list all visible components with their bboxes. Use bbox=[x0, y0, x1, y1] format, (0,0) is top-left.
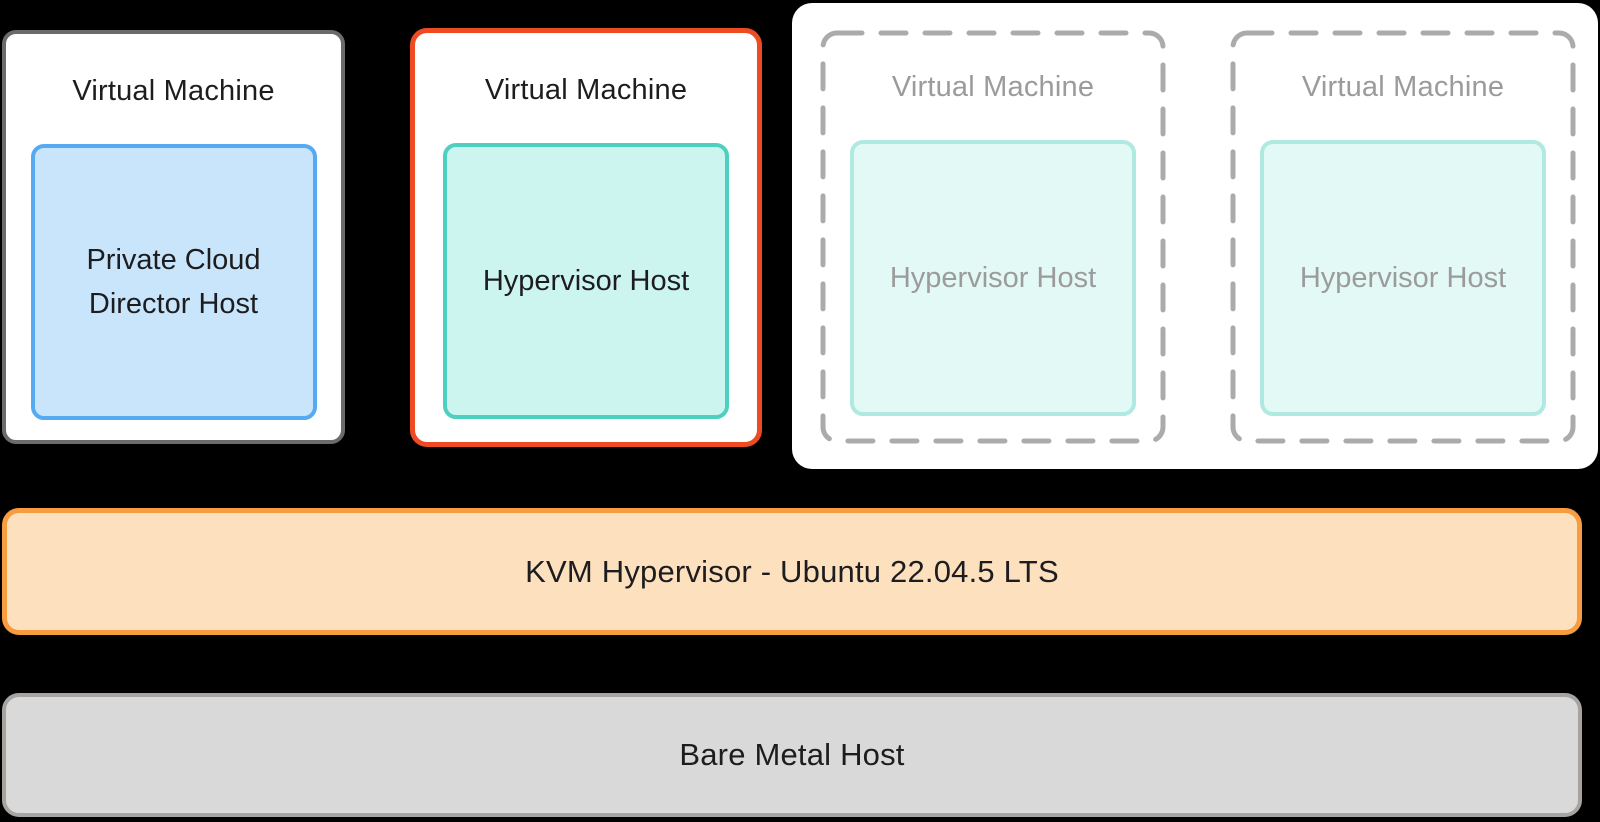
private-cloud-director-host-box: Private Cloud Director Host bbox=[30, 144, 317, 420]
vm-title: Virtual Machine bbox=[1301, 71, 1505, 103]
vm-title: Virtual Machine bbox=[72, 75, 275, 107]
hypervisor-host-label: Hypervisor Host bbox=[889, 261, 1097, 294]
hypervisor-host-box: Hypervisor Host bbox=[443, 143, 729, 419]
hypervisor-host-box-faded: Hypervisor Host bbox=[1260, 140, 1546, 416]
vm-box-hypervisor-planned-2: Virtual Machine Hypervisor Host bbox=[1230, 30, 1576, 444]
kvm-hypervisor-bar: KVM Hypervisor - Ubuntu 22.04.5 LTS bbox=[2, 508, 1582, 635]
vm-title: Virtual Machine bbox=[891, 71, 1095, 103]
vm-box-hypervisor-highlighted: Virtual Machine Hypervisor Host bbox=[410, 28, 762, 447]
bare-metal-host-bar: Bare Metal Host bbox=[2, 693, 1582, 817]
kvm-hypervisor-label: KVM Hypervisor - Ubuntu 22.04.5 LTS bbox=[525, 553, 1059, 589]
vm-box-private-cloud-director: Virtual Machine Private Cloud Director H… bbox=[2, 30, 345, 444]
hypervisor-host-label: Hypervisor Host bbox=[1299, 261, 1507, 294]
private-cloud-director-host-label: Private Cloud Director Host bbox=[86, 243, 261, 320]
hypervisor-host-label: Hypervisor Host bbox=[482, 264, 690, 297]
vm-box-hypervisor-planned-1: Virtual Machine Hypervisor Host bbox=[820, 30, 1166, 444]
planned-vms-panel: Virtual Machine Hypervisor Host Virtual … bbox=[792, 3, 1598, 469]
vm-title: Virtual Machine bbox=[484, 74, 688, 106]
bare-metal-host-label: Bare Metal Host bbox=[679, 737, 905, 772]
hypervisor-host-box-faded: Hypervisor Host bbox=[850, 140, 1136, 416]
